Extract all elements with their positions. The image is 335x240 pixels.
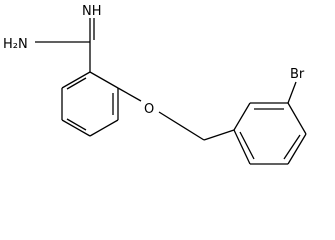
- ring2-inner-double-2: [283, 134, 301, 160]
- ring1-bond-4: [61, 119, 91, 137]
- ring2-bond-4: [287, 133, 307, 165]
- amine-nh2-label: H₂N: [3, 37, 28, 52]
- ring2-to-bromine-bond: [287, 81, 297, 104]
- chemical-structure-diagram: NH H₂N O Br: [3, 4, 307, 165]
- bond-lines: [35, 18, 307, 165]
- ring1-inner-double-2: [66, 118, 87, 131]
- ring2-bond-6: [233, 129, 251, 165]
- oxygen-to-ch2-bond: [158, 111, 205, 141]
- ring2-bond-3: [287, 102, 307, 135]
- ch2-to-ring2-bond: [203, 129, 235, 141]
- ether-oxygen-label: O: [144, 102, 154, 117]
- ring2-inner-double-3: [239, 131, 255, 160]
- ring1-bond-3: [89, 119, 119, 137]
- ring1-to-oxygen-bond: [117, 87, 142, 102]
- imine-nh-label: NH: [82, 4, 102, 19]
- ring1-bond-6: [61, 71, 91, 89]
- ring1-inner-double-3: [66, 77, 87, 90]
- ring2-bond-1: [233, 102, 251, 131]
- bromine-label: Br: [290, 67, 305, 82]
- ring1-bond-1: [89, 71, 119, 89]
- atom-labels: NH H₂N O Br: [3, 4, 305, 117]
